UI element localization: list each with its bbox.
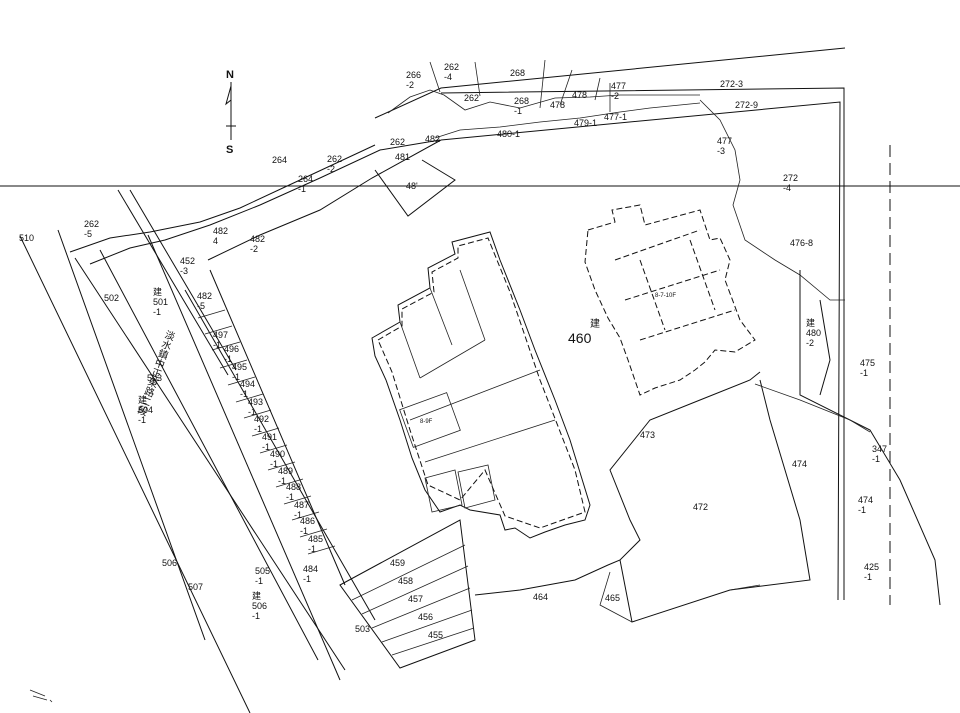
parcel-label-p455: 455 [428,630,443,640]
parcel-label-p505-1: 505-1 [255,566,270,586]
road-strips [19,139,456,713]
parcel-label-p477-2: 477-2 [611,81,626,101]
parcel-label-p264: 264 [272,155,287,165]
building-west: 8-9F [371,231,591,539]
parcel-label-p459: 459 [390,558,405,568]
parcel-label-p480-1: 480-1 [497,129,520,139]
parcel-label-p489: 489-1 [278,466,293,486]
parcel-label-p496: 496-1 [224,344,239,364]
parcel-label-p488: 488-1 [286,482,301,502]
parcel-label-p482: 482 [425,134,440,144]
parcel-label-p490: 490-1 [270,449,285,469]
parcel-label-p482-2: 482-2 [250,234,265,254]
parcel-label-p502: 502 [104,293,119,303]
parcel-labels: 266-2 262-4 268 262 268-1 478 478 477-2 272-3 272… [19,62,887,640]
parcel-label-p272-3: 272-3 [720,79,743,89]
parcel-label-p457: 457 [408,594,423,604]
parcel-label-p268-1: 268-1 [514,96,529,116]
parcel-label-p497: 497-1 [213,330,228,350]
compass-south: S [226,144,233,156]
parcel-label-p262-2: 262-2 [327,154,342,174]
parcel-label-p510: 510 [19,233,34,243]
parcel-label-p495: 495-1 [232,362,247,382]
parcel-label-p272-4: 272-4 [783,173,798,193]
parcel-label-p268: 268 [510,68,525,78]
parcel-label-p478: 478 [572,90,587,100]
parcel-label-p475-1: 475-1 [860,358,875,378]
parcel-label-p478b: 478 [550,100,565,110]
parcel-label-p262a: 262 [464,93,479,103]
parcel-label-p503: 503 [147,373,162,383]
main-parcel-kanji: 建 [590,317,600,330]
southern-boundaries [474,270,941,623]
parcel-label-p503b: 503 [355,624,370,634]
building-east: 8-7-10F [584,204,756,396]
northern-boundaries [374,47,891,605]
parcel-label-p487: 487-1 [294,500,309,520]
parcel-label-p481: 481 [395,152,410,162]
parcel-label-p507: 507 [188,582,203,592]
parcel-label-p481b: 48' [406,181,418,191]
parcel-label-p486: 486-1 [300,516,315,536]
parcel-label-p492: 492-1 [254,414,269,434]
parcel-label-p262-5: 262-5 [84,219,99,239]
building-west-label: 8-9F [420,419,433,425]
parcel-label-p474-1: 474-1 [858,495,873,515]
parcel-label-p484: 484-1 [303,564,318,584]
parcel-label-p472: 472 [693,502,708,512]
parcel-label-p262b: 262 [390,137,405,147]
parcel-label-p266-2: 266-2 [406,70,421,90]
corner-mark [29,689,53,703]
parcel-label-p262-4: 262-4 [444,62,459,82]
parcel-label-p272-9: 272-9 [735,100,758,110]
compass-north: N [226,69,234,81]
parcel-label-p482-5: 482-5 [197,291,212,311]
main-parcel-number: 460 [568,330,592,346]
parcel-label-p491: 491-1 [262,432,277,452]
parcel-label-p482-3: 452-3 [180,256,195,276]
parcel-label-p425-1: 425-1 [864,562,879,582]
parcel-label-p494: 494-1 [240,379,255,399]
parcel-label-p485: 485-1 [308,534,323,554]
parcel-label-p477-1: 477-1 [604,112,627,122]
parcel-label-p456: 456 [418,612,433,622]
parcel-label-p458: 458 [398,576,413,586]
parcel-block-455-459 [339,519,476,669]
north-arrow-icon: N S [225,69,236,156]
parcel-label-p506: 506 [162,558,177,568]
parcel-label-p465: 465 [605,593,620,603]
parcel-label-p493: 493-1 [248,397,263,417]
parcel-label-p464: 464 [533,592,548,602]
narrow-parcels [197,309,336,555]
parcel-label-p474: 474 [792,459,807,469]
parcel-label-p347-1: 347-1 [872,444,887,464]
parcel-label-p264-1: 264-1 [298,174,313,194]
parcel-label-p476-8: 476-8 [790,238,813,248]
parcel-label-p477-3: 477-3 [717,136,732,156]
parcel-label-p473: 473 [640,430,655,440]
building-east-label: 8-7-10F [655,293,676,299]
parcel-label-p479-1: 479-1 [574,118,597,128]
